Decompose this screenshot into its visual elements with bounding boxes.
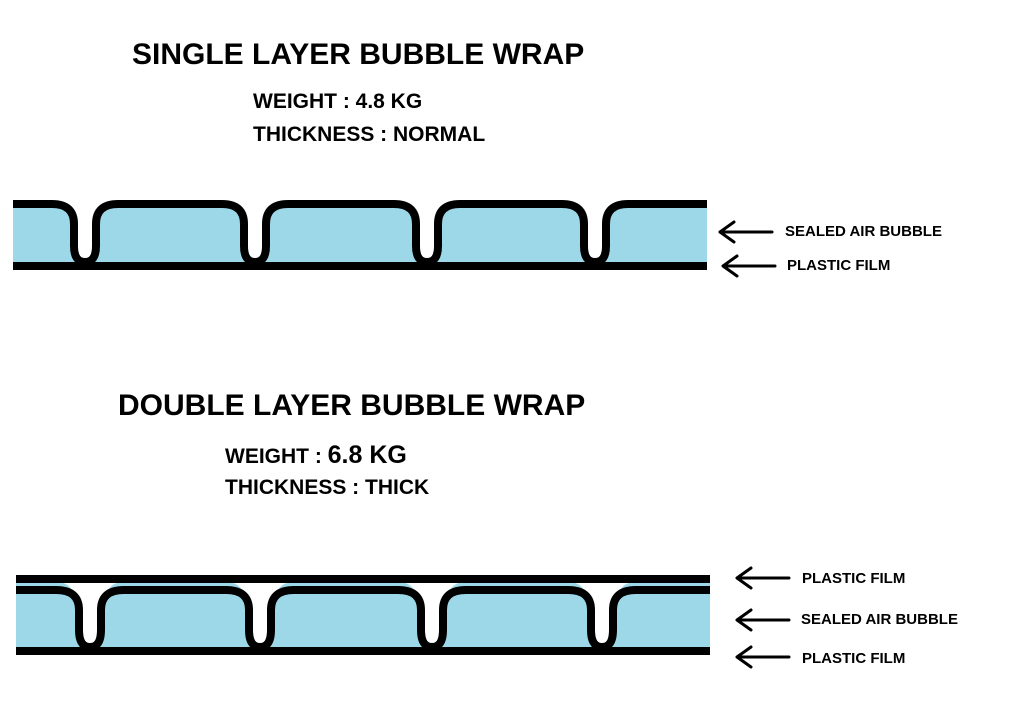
left-arrow-icon [735, 645, 791, 669]
left-arrow-icon [735, 566, 791, 590]
left-arrow-icon [718, 220, 774, 244]
double-label-sealed-air-bubble: SEALED AIR BUBBLE [801, 611, 958, 628]
single-layer-diagram [13, 200, 707, 270]
single-label-sealed-air-bubble: SEALED AIR BUBBLE [785, 223, 942, 240]
double-weight: WEIGHT : 6.8 KG [225, 441, 407, 470]
single-weight: WEIGHT : 4.8 KG [253, 90, 422, 114]
single-plastic-film [13, 262, 707, 270]
double-label-top-plastic-film: PLASTIC FILM [802, 570, 906, 587]
single-bubble-outline [13, 200, 707, 266]
single-thickness-label: THICKNESS : [253, 123, 394, 146]
double-bubble-outline [16, 586, 710, 651]
double-weight-label: WEIGHT : [225, 445, 328, 468]
single-label-plastic-film: PLASTIC FILM [787, 257, 891, 274]
double-top-plastic-film [16, 575, 710, 583]
double-thickness: THICKNESS : THICK [225, 476, 429, 500]
double-thickness-label: THICKNESS : [225, 476, 366, 499]
double-dip-gaps [56, 582, 636, 645]
double-bottom-plastic-film [16, 647, 710, 655]
single-thickness-value: NORMAL [393, 123, 486, 146]
left-arrow-icon [721, 254, 777, 278]
left-arrow-icon [735, 608, 791, 632]
single-dip-gaps [52, 200, 628, 260]
single-layer-title: SINGLE LAYER BUBBLE WRAP [132, 38, 585, 71]
double-layer-title: DOUBLE LAYER BUBBLE WRAP [118, 389, 586, 422]
double-weight-value: 6.8 KG [327, 441, 407, 469]
double-label-bottom-plastic-film: PLASTIC FILM [802, 650, 906, 667]
single-thickness: THICKNESS : NORMAL [253, 123, 485, 147]
single-weight-label: WEIGHT : [253, 90, 356, 113]
single-weight-value: 4.8 KG [355, 90, 423, 113]
double-layer-diagram [16, 575, 710, 655]
double-thickness-value: THICK [365, 476, 430, 499]
